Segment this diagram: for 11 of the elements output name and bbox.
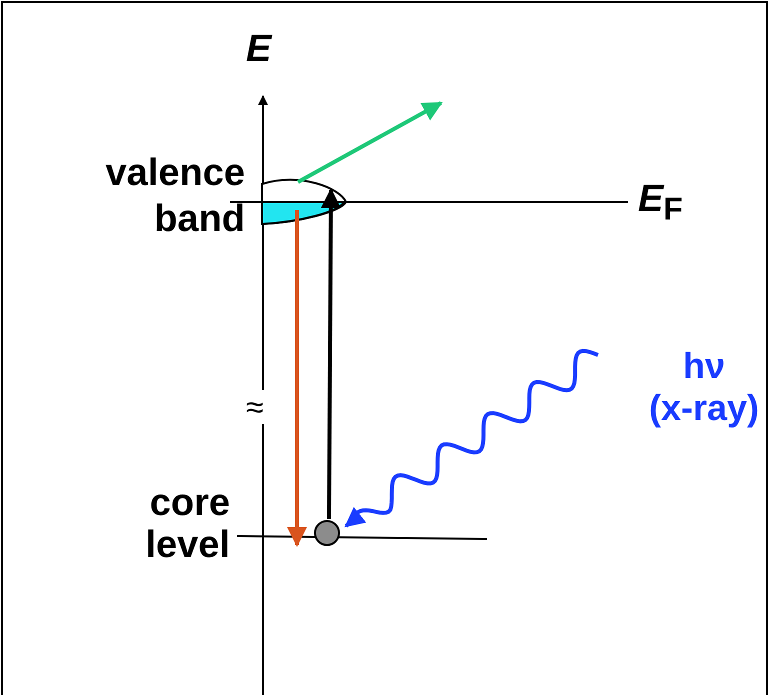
emission-arrow: [297, 101, 443, 184]
energy-axis-label: E: [246, 28, 272, 71]
band-label: valence band: [104, 151, 245, 242]
core-level-label: core level: [144, 482, 230, 566]
axis-break-mark: ≈: [246, 390, 264, 424]
photon-label: (x-ray): [648, 387, 760, 429]
fermi-level-label: E$_{F}$: [638, 178, 683, 228]
wavy-photon-arrow: [344, 348, 599, 528]
decay-arrow: [287, 210, 307, 547]
excitation-arrow: [320, 188, 341, 520]
photon-label: hν: [682, 345, 726, 387]
